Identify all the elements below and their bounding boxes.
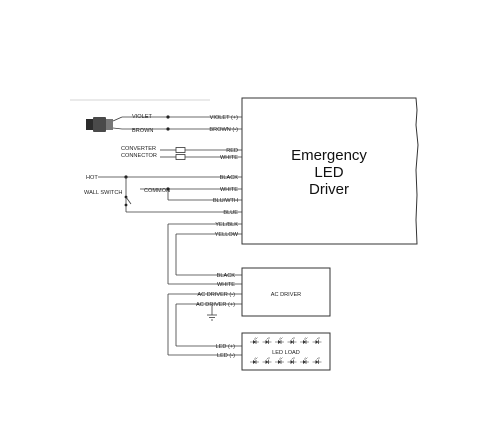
led-label-neg: LED (-) xyxy=(217,353,235,359)
ac-driver-title: AC DRIVER xyxy=(271,292,301,298)
wire-label-white: WHITE xyxy=(220,155,238,161)
driver-title-line1: Emergency xyxy=(291,147,367,164)
led-icon xyxy=(300,337,309,344)
led-label-pos: LED (+) xyxy=(216,344,236,350)
led-icon xyxy=(262,337,272,344)
test-switch-icon xyxy=(86,116,123,132)
led-load-title: LED LOAD xyxy=(272,350,300,356)
wire-label-blue: BLUE xyxy=(223,210,238,216)
wire-label-violet: VIOLET (+) xyxy=(210,115,238,121)
led-icon xyxy=(312,357,322,364)
ac-label-neg: AC DRIVER (-) xyxy=(197,292,235,298)
wall-switch-icon xyxy=(124,195,132,207)
led-icon xyxy=(275,357,284,364)
wire-label-yel-blk: YEL/BLK xyxy=(215,222,238,228)
led-icon xyxy=(312,337,322,344)
ac-label-white: WHITE xyxy=(217,282,235,288)
ground-icon xyxy=(207,304,217,321)
led-load-box: LED LOAD xyxy=(241,332,331,371)
wire-label-yellow: YELLOW xyxy=(215,232,239,238)
led-icon xyxy=(262,357,272,364)
emergency-led-driver-box: Emergency LED Driver xyxy=(241,97,419,245)
driver-title-line2: LED xyxy=(314,164,343,181)
ac-driver-box: AC DRIVER xyxy=(241,267,331,317)
ac-label-pos: AC DRIVER (+) xyxy=(196,302,235,308)
wire-label-blu-wth: BLU/WTH xyxy=(213,198,238,204)
converter-connector-icon xyxy=(175,154,186,160)
led-icon xyxy=(250,337,259,344)
ac-label-black: BLACK xyxy=(217,273,236,279)
common-label: COMMON xyxy=(144,188,170,194)
wire-label-brown: BROWN (-) xyxy=(209,127,238,133)
led-icon xyxy=(275,337,284,344)
wall-switch-label: WALL SWITCH xyxy=(84,190,122,196)
wire-label-white2: WHITE xyxy=(220,187,238,193)
driver-title-line3: Driver xyxy=(309,181,349,198)
converter-connector-icon xyxy=(175,147,186,153)
led-row-bottom xyxy=(250,357,322,364)
led-row-top xyxy=(250,337,322,344)
wire-label-black: BLACK xyxy=(220,175,239,181)
hot-label: HOT xyxy=(86,175,98,181)
converter-label-line1: CONVERTER xyxy=(121,146,156,152)
wire-label-red: RED xyxy=(226,148,238,154)
led-icon xyxy=(287,337,297,344)
switch-brown-label: BROWN xyxy=(132,128,153,134)
led-icon xyxy=(287,357,297,364)
violet-junction xyxy=(166,115,170,119)
converter-label-line2: CONNECTOR xyxy=(121,153,157,159)
brown-junction xyxy=(166,127,170,131)
led-icon xyxy=(250,357,259,364)
led-icon xyxy=(300,357,309,364)
